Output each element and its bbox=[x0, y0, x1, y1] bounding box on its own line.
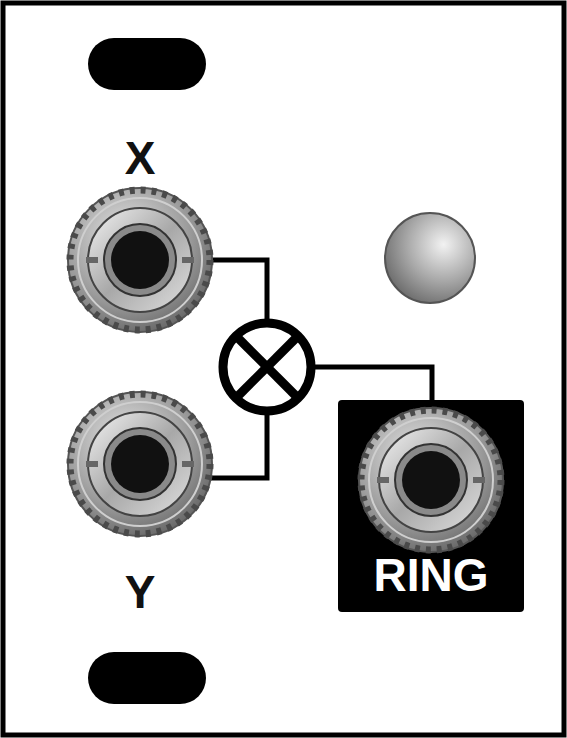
jack-label: X bbox=[125, 135, 156, 181]
output-panel: RING bbox=[338, 400, 524, 612]
input-jack bbox=[68, 188, 212, 332]
output-jack bbox=[359, 408, 503, 552]
jack-label: Y bbox=[125, 569, 156, 615]
led bbox=[385, 213, 475, 303]
mounting-slot bbox=[88, 38, 206, 90]
input-jack bbox=[68, 392, 212, 536]
output-label: RING bbox=[374, 552, 489, 598]
multiplier-symbol bbox=[223, 323, 311, 411]
mounting-slot bbox=[88, 652, 206, 704]
